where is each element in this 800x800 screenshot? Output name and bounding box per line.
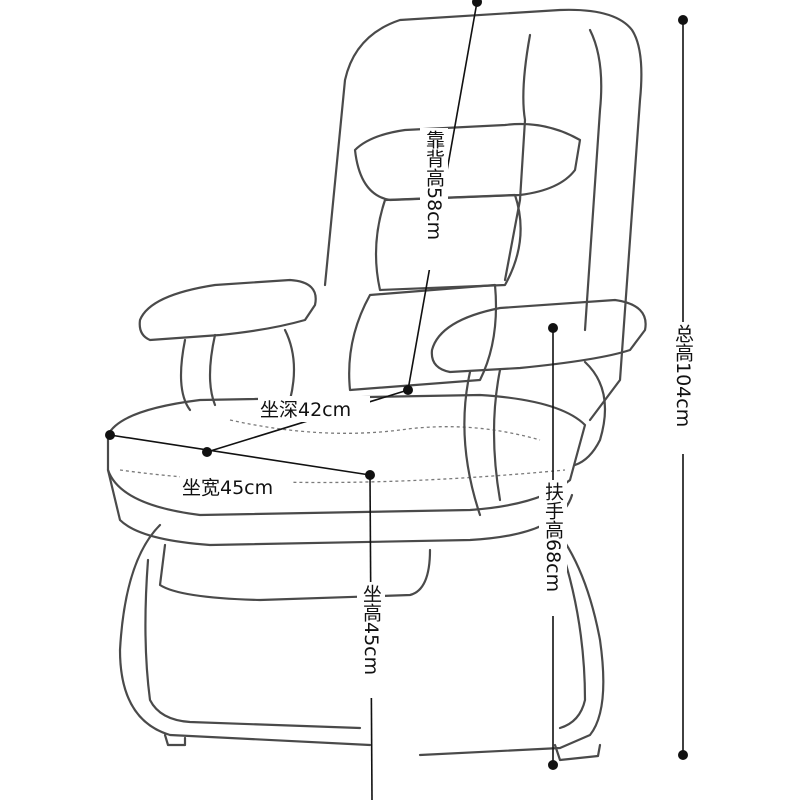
chair-base-foot xyxy=(163,733,602,762)
chair-illustration xyxy=(106,8,647,762)
chair-back-top-cushion xyxy=(353,122,582,202)
right-armrest-support xyxy=(463,360,607,517)
seat-depth-label: 坐深42cm xyxy=(260,399,351,421)
dimension-labels: 靠背高58cm 坐深42cm 坐宽45cm 坐高45cm 扶手高68cm 总高1… xyxy=(180,128,697,698)
chair-base-left xyxy=(118,523,372,747)
chair-back-low-cushion xyxy=(348,283,498,392)
chair-seat-front xyxy=(106,468,574,547)
seat-depth-front-dot xyxy=(202,447,212,457)
total-height-label: 总高104cm xyxy=(672,324,694,428)
arm-height-label: 扶手高68cm xyxy=(542,482,564,592)
back-height-top-dot xyxy=(472,0,482,7)
chair-under-seat xyxy=(158,543,432,602)
seat-height-label: 坐高45cm xyxy=(360,584,382,675)
arm-height-bottom-dot xyxy=(548,760,558,770)
total-height-top-dot xyxy=(678,15,688,25)
chair-back-inner xyxy=(503,33,532,282)
seat-width-line xyxy=(109,434,371,476)
chair-back-outline xyxy=(323,8,643,422)
seat-width-label: 坐宽45cm xyxy=(182,477,273,499)
seat-width-left-dot xyxy=(105,430,115,440)
left-armrest-pad xyxy=(138,278,317,342)
chair-back-mid-cushion xyxy=(374,193,522,292)
chair-back-wing xyxy=(583,28,603,332)
arm-height-top-dot xyxy=(548,323,558,333)
left-armrest-support xyxy=(179,328,296,412)
back-height-label: 靠背高58cm xyxy=(423,130,445,240)
total-height-bottom-dot xyxy=(678,750,688,760)
right-armrest-pad xyxy=(430,298,647,374)
chair-seat-top xyxy=(106,393,587,517)
chair-base-right xyxy=(418,518,605,757)
